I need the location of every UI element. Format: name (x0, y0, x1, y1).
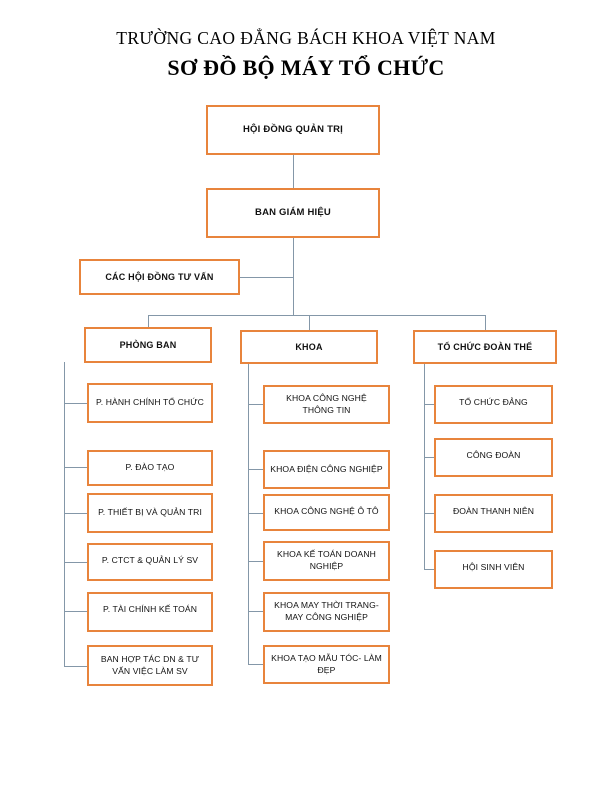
connector-union-1 (424, 404, 434, 405)
connector-department-2 (64, 467, 87, 468)
node-faculty-2-label: KHOA ĐIỆN CÔNG NGHIỆP (270, 463, 383, 474)
page-title: SƠ ĐỒ BỘ MÁY TỔ CHỨC (167, 55, 445, 80)
connector-branch-distributor (148, 315, 485, 316)
spine-unions (424, 363, 425, 569)
node-department-5[interactable]: P. TÀI CHÍNH KẾ TOÁN (87, 592, 213, 632)
connector-advisory-to-trunk (240, 277, 294, 278)
node-faculty-1-label: KHOA CÔNG NGHỆ THÔNG TIN (286, 392, 367, 415)
connector-faculty-5 (248, 611, 263, 612)
node-department-3-label: P. THIẾT BỊ VÀ QUẢN TRI (98, 507, 202, 518)
node-union-4[interactable]: HỘI SINH VIÊN (434, 550, 553, 589)
node-board-of-directors-label: HỘI ĐỒNG QUẢN TRỊ (243, 123, 343, 135)
connector-faculty-3 (248, 513, 263, 514)
connector-union-3 (424, 513, 434, 514)
node-union-1[interactable]: TỔ CHỨC ĐẢNG (434, 385, 553, 424)
node-department-6-label: BAN HỢP TÁC DN & TƯ VẤN VIỆC LÀM SV (100, 653, 200, 676)
node-unions-header-label: TỔ CHỨC ĐOÀN THỂ (437, 341, 533, 352)
spine-faculties (248, 363, 249, 665)
node-rectorate[interactable]: BAN GIÁM HIỆU (206, 188, 380, 238)
connector-department-3 (64, 513, 87, 514)
node-union-3-label: ĐOÀN THANH NIÊN (452, 506, 535, 516)
node-faculty-6-label: KHOA TẠO MẪU TÓC- LÀM ĐẸP (271, 652, 382, 675)
connector-board-to-rectorate (293, 155, 294, 188)
node-department-1-label: P. HÀNH CHÍNH TỔ CHỨC (96, 397, 204, 408)
node-union-2-label: CÔNG ĐOÀN (466, 450, 521, 460)
node-departments-header-label: PHÒNG BAN (119, 339, 177, 350)
node-department-6[interactable]: BAN HỢP TÁC DN & TƯ VẤN VIỆC LÀM SV (87, 645, 213, 686)
node-faculty-3[interactable]: KHOA CÔNG NGHỆ Ô TÔ (263, 494, 390, 531)
node-union-3[interactable]: ĐOÀN THANH NIÊN (434, 494, 553, 533)
connector-union-4 (424, 569, 434, 570)
connector-faculty-4 (248, 561, 263, 562)
node-faculty-5-label: KHOA MAY THỜI TRANG- MAY CÔNG NGHIỆP (274, 600, 379, 622)
node-department-5-label: P. TÀI CHÍNH KẾ TOÁN (102, 604, 197, 614)
node-rectorate-label: BAN GIÁM HIỆU (255, 206, 331, 218)
connector-department-1 (64, 403, 87, 404)
node-department-2-label: P. ĐÀO TẠO (125, 462, 175, 472)
node-department-3[interactable]: P. THIẾT BỊ VÀ QUẢN TRI (87, 493, 213, 533)
connector-faculty-6 (248, 664, 263, 665)
connector-drop-faculties (309, 315, 310, 330)
connector-department-6 (64, 666, 87, 667)
node-advisory-councils-label: CÁC HỘI ĐỒNG TƯ VẤN (105, 271, 214, 282)
connector-drop-departments (148, 315, 149, 327)
connector-drop-unions (485, 315, 486, 330)
spine-departments (64, 362, 65, 667)
node-union-2[interactable]: CÔNG ĐOÀN (434, 438, 553, 477)
connector-faculty-2 (248, 469, 263, 470)
page-subtitle: TRƯỜNG CAO ĐẲNG BÁCH KHOA VIỆT NAM (116, 28, 496, 48)
node-faculty-1[interactable]: KHOA CÔNG NGHỆ THÔNG TIN (263, 385, 390, 424)
node-union-4-label: HỘI SINH VIÊN (462, 562, 525, 572)
node-board-of-directors[interactable]: HỘI ĐỒNG QUẢN TRỊ (206, 105, 380, 155)
connector-department-5 (64, 611, 87, 612)
node-departments-header[interactable]: PHÒNG BAN (84, 327, 212, 363)
node-faculty-3-label: KHOA CÔNG NGHỆ Ô TÔ (274, 506, 379, 516)
node-department-4[interactable]: P. CTCT & QUẢN LÝ SV (87, 543, 213, 581)
node-faculty-6[interactable]: KHOA TẠO MẪU TÓC- LÀM ĐẸP (263, 645, 390, 684)
node-faculties-header[interactable]: KHOA (240, 330, 378, 364)
connector-faculty-1 (248, 404, 263, 405)
connector-department-4 (64, 562, 87, 563)
node-department-1[interactable]: P. HÀNH CHÍNH TỔ CHỨC (87, 383, 213, 423)
node-advisory-councils[interactable]: CÁC HỘI ĐỒNG TƯ VẤN (79, 259, 240, 295)
node-union-1-label: TỔ CHỨC ĐẢNG (459, 397, 528, 407)
node-faculties-header-label: KHOA (295, 341, 323, 352)
node-faculty-4[interactable]: KHOA KẾ TOÁN DOANH NGHIỆP (263, 541, 390, 581)
node-unions-header[interactable]: TỔ CHỨC ĐOÀN THỂ (413, 330, 557, 364)
node-faculty-2[interactable]: KHOA ĐIỆN CÔNG NGHIỆP (263, 450, 390, 489)
node-department-2[interactable]: P. ĐÀO TẠO (87, 450, 213, 486)
node-faculty-4-label: KHOA KẾ TOÁN DOANH NGHIỆP (277, 549, 376, 571)
connector-union-2 (424, 457, 434, 458)
node-department-4-label: P. CTCT & QUẢN LÝ SV (101, 555, 199, 565)
connector-rectorate-to-branches (293, 238, 294, 315)
node-faculty-5[interactable]: KHOA MAY THỜI TRANG- MAY CÔNG NGHIỆP (263, 592, 390, 632)
